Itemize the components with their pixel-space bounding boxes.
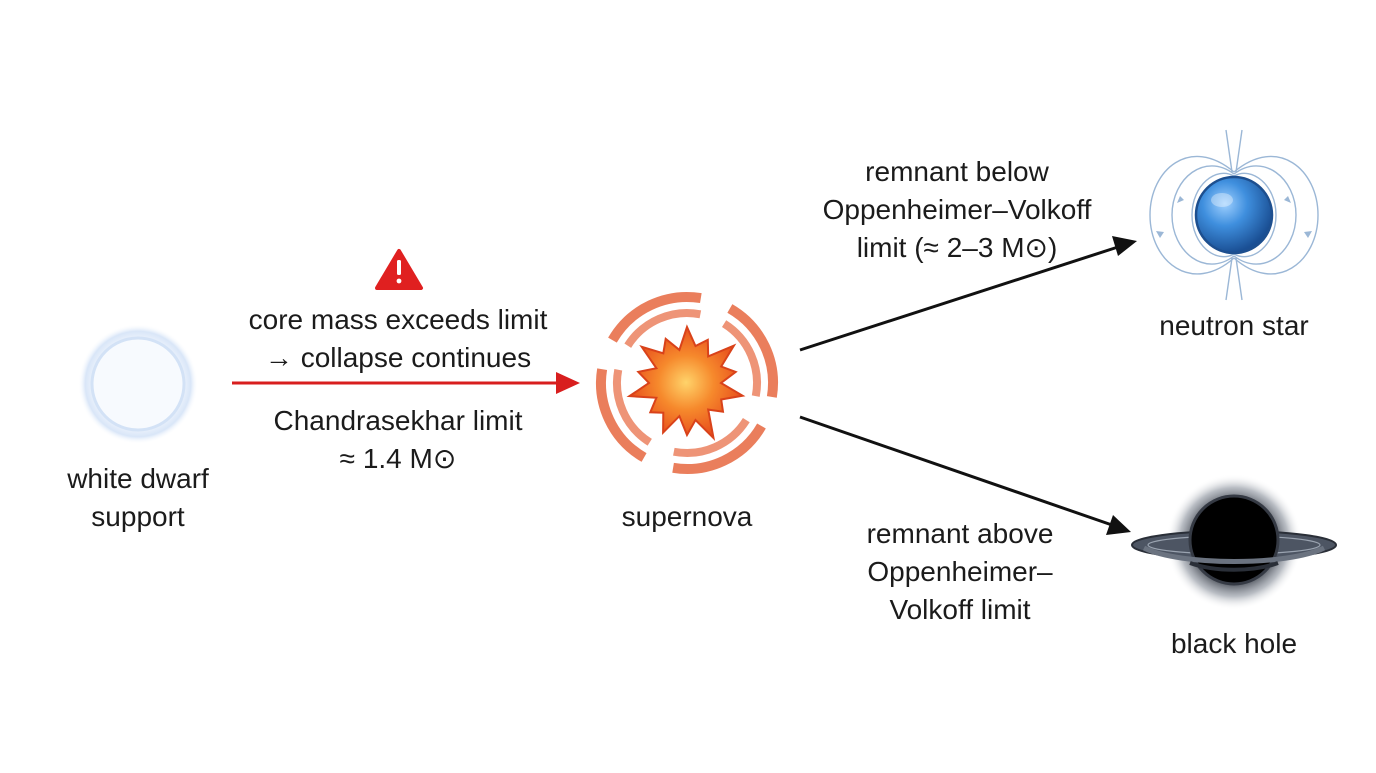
arrow-to-neutron-star	[799, 236, 1137, 352]
collapse-label-line1: core mass exceeds limit	[248, 304, 548, 335]
white-dwarf-label: white dwarf support	[67, 460, 209, 536]
chandrasekhar-label-line2: ≈ 1.4 M⊙	[339, 443, 457, 474]
branch-lower-line1: remnant above	[866, 518, 1054, 549]
supernova-icon	[596, 292, 778, 474]
supernova-label-text: supernova	[621, 501, 753, 532]
black-hole-icon	[1131, 474, 1337, 610]
branch-upper-line2: Oppenheimer–Volkoff	[822, 194, 1092, 225]
neutron-star-icon	[1149, 129, 1319, 301]
neutron-star-branch-label: remnant below Oppenheimer–Volkoff limit …	[823, 153, 1092, 267]
branch-lower-line3: Volkoff limit	[889, 594, 1031, 625]
branch-upper-line3: limit (≈ 2–3 M⊙)	[856, 232, 1058, 263]
white-dwarf-label-line1: white dwarf	[67, 463, 209, 494]
collapse-condition-label: core mass exceeds limit → collapse conti…	[249, 301, 548, 377]
black-hole-label-text: black hole	[1170, 628, 1298, 659]
supernova-label: supernova	[622, 498, 753, 536]
branch-lower-line2: Oppenheimer–	[867, 556, 1053, 587]
neutron-star-label-text: neutron star	[1159, 310, 1309, 341]
branch-upper-line1: remnant below	[865, 156, 1049, 187]
chandrasekhar-limit-label: Chandrasekhar limit ≈ 1.4 M⊙	[274, 402, 523, 478]
collapse-label-line2: → collapse continues	[264, 342, 532, 373]
white-dwarf-icon	[78, 324, 198, 444]
neutron-star-label: neutron star	[1159, 307, 1308, 345]
arrow-to-black-hole	[799, 415, 1131, 535]
warning-triangle-icon	[375, 249, 423, 290]
black-hole-branch-label: remnant above Oppenheimer– Volkoff limit	[867, 515, 1054, 629]
black-hole-label: black hole	[1171, 625, 1297, 663]
collapse-arrow	[232, 372, 580, 394]
chandrasekhar-label-line1: Chandrasekhar limit	[273, 405, 523, 436]
white-dwarf-label-line2: support	[91, 501, 185, 532]
